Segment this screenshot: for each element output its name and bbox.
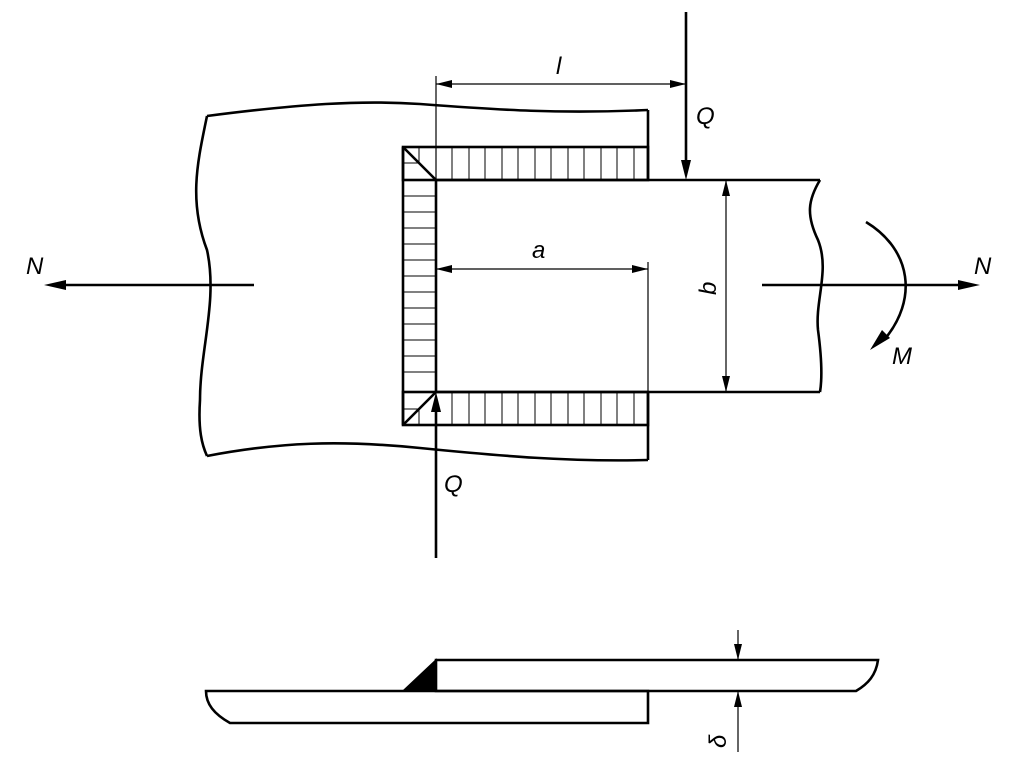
weld-left-hatching [403, 162, 436, 410]
weld-bottom-hatching [418, 392, 635, 425]
weld-top-zone [401, 145, 650, 182]
side-lower-plate [204, 689, 650, 725]
label-m: M [892, 343, 912, 370]
label-q-top: Q [696, 103, 715, 130]
force-q-bottom: Q [431, 392, 463, 558]
moment-m: M [865, 220, 912, 370]
force-q-top: Q [681, 12, 715, 180]
side-view: δ [204, 630, 880, 752]
label-n-left: N [26, 253, 44, 280]
force-n-right: N [762, 253, 992, 290]
dimension-a: a [436, 237, 649, 392]
label-n-right: N [974, 253, 992, 280]
label-b: b [695, 282, 722, 295]
weld-top-hatching [418, 147, 635, 180]
label-l: l [556, 53, 562, 80]
dimension-l: l [435, 53, 686, 180]
label-q-bottom: Q [444, 471, 463, 498]
force-n-left: N [26, 253, 254, 290]
dimension-b: b [695, 180, 730, 392]
label-a: a [532, 237, 545, 264]
main-plate-top-edge [206, 101, 649, 118]
side-weld-fillet [401, 658, 437, 692]
side-upper-plate [434, 658, 880, 693]
weld-beads [401, 145, 650, 427]
overlap-plate-right-break [808, 179, 825, 393]
label-delta: δ [705, 734, 732, 748]
main-plate-left-break [194, 115, 212, 457]
weld-top-left-diagonal [402, 146, 437, 181]
weld-bottom-left-diagonal [402, 391, 437, 426]
main-plate-bottom-edge [206, 442, 649, 462]
overlap-plate [434, 178, 825, 394]
